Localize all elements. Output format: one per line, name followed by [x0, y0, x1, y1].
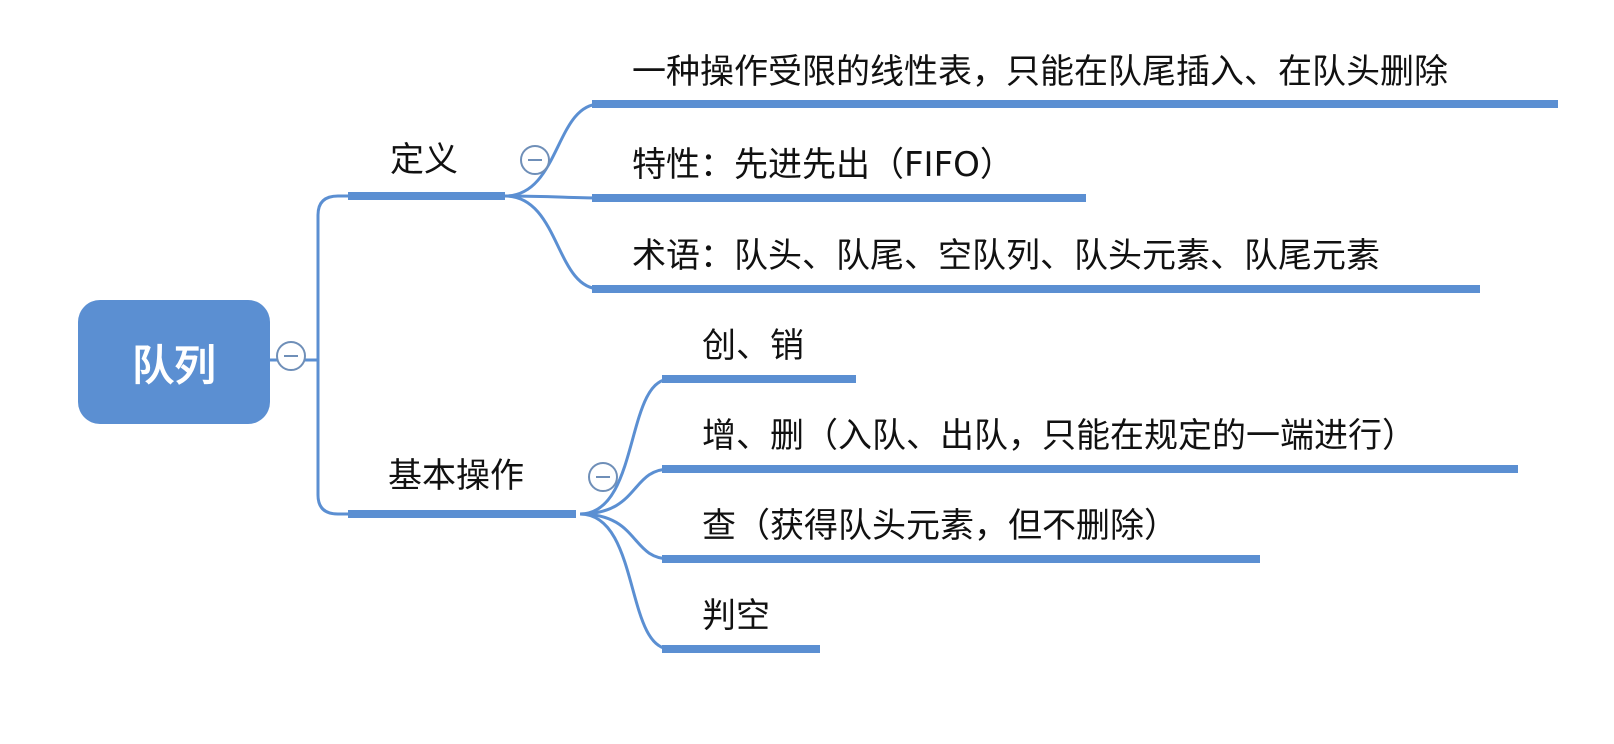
collapse-minus-icon[interactable]: [276, 341, 306, 371]
connector-definition-child-2: [504, 194, 601, 200]
definition-child-3-underline: [592, 285, 1480, 293]
operations-child-2[interactable]: 增、删（入队、出队，只能在规定的一端进行）: [702, 416, 1416, 456]
connector-root-to-operations: [316, 360, 350, 516]
definition-child-2-underline: [592, 194, 1086, 202]
connector-definition-child-3: [504, 194, 601, 291]
connector-operations-child-3: [579, 512, 671, 561]
operations-child-3[interactable]: 查（获得队头元素，但不删除）: [702, 506, 1178, 546]
collapse-minus-icon[interactable]: [588, 462, 618, 492]
branch-definition-underline: [348, 192, 505, 200]
connector-operations-child-1: [579, 377, 671, 516]
definition-child-1[interactable]: 一种操作受限的线性表，只能在队尾插入、在队头删除: [632, 52, 1448, 92]
operations-child-2-underline: [662, 465, 1518, 473]
definition-child-2[interactable]: 特性：先进先出（FIFO）: [632, 145, 1014, 185]
collapse-minus-icon[interactable]: [520, 145, 550, 175]
definition-child-1-underline: [592, 100, 1558, 108]
operations-child-3-underline: [662, 555, 1260, 563]
branch-operations-underline: [348, 510, 576, 518]
branch-operations-label[interactable]: 基本操作: [388, 456, 524, 496]
branch-definition-label[interactable]: 定义: [390, 140, 458, 180]
connector-operations-child-4: [579, 512, 671, 651]
operations-child-1[interactable]: 创、销: [702, 326, 804, 366]
operations-child-4-underline: [662, 645, 820, 653]
operations-child-4[interactable]: 判空: [702, 596, 770, 636]
definition-child-3[interactable]: 术语：队头、队尾、空队列、队头元素、队尾元素: [632, 236, 1380, 276]
connector-root-to-definition: [316, 194, 350, 360]
operations-child-1-underline: [662, 375, 856, 383]
connector-operations-child-2: [579, 467, 671, 516]
connector-definition-child-1: [504, 102, 601, 198]
root-node[interactable]: 队列: [78, 300, 270, 424]
